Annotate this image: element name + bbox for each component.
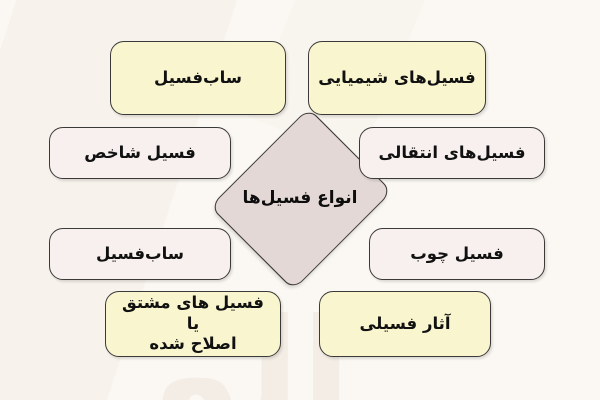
node-bottom-left[interactable]: فسیل های مشتق یا اصلاح شده	[105, 291, 281, 357]
node-lower-mid-right[interactable]: فسیل چوب	[369, 228, 545, 280]
node-upper-mid-left[interactable]: فسیل شاخص	[49, 127, 231, 179]
node-bottom-right[interactable]: آثار فسیلی	[319, 291, 491, 357]
center-node-label: انواع فسیل‌ها	[242, 188, 358, 208]
node-top-left-label: ساب‌فسیل	[153, 67, 243, 87]
node-bottom-left-label: فسیل های مشتق یا اصلاح شده	[122, 293, 264, 354]
node-upper-mid-left-label: فسیل شاخص	[84, 142, 196, 162]
node-top-left[interactable]: ساب‌فسیل	[110, 41, 286, 115]
node-lower-mid-right-label: فسیل چوب	[410, 243, 504, 263]
node-upper-mid-right-label: فسیل‌های انتقالی	[378, 142, 526, 162]
node-lower-mid-left-label: ساب‌فسیل	[95, 243, 185, 263]
node-upper-mid-right[interactable]: فسیل‌های انتقالی	[359, 127, 545, 179]
node-top-right-label: فسیل‌های شیمیایی	[318, 67, 476, 87]
node-lower-mid-left[interactable]: ساب‌فسیل	[49, 228, 231, 280]
node-bottom-right-label: آثار فسیلی	[359, 313, 451, 333]
center-node[interactable]: انواع فسیل‌ها	[209, 101, 393, 295]
node-top-right[interactable]: فسیل‌های شیمیایی	[308, 41, 486, 115]
